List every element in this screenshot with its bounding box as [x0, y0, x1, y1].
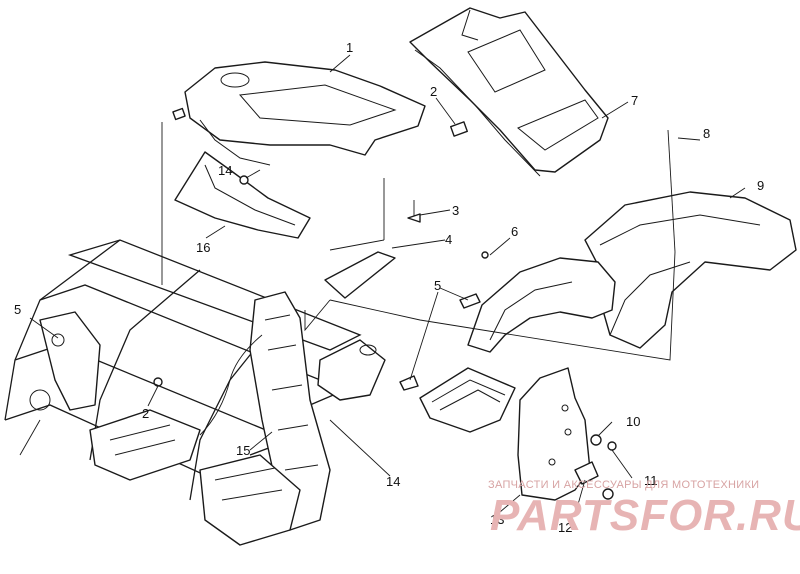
callout-16: 16 — [196, 240, 210, 255]
callout-7: 7 — [631, 93, 638, 108]
callout-1: 1 — [346, 40, 353, 55]
callout-9: 9 — [757, 178, 764, 193]
callout-13: 13 — [490, 512, 504, 527]
callout-10: 10 — [626, 414, 640, 429]
part-9-rear-fender — [584, 191, 797, 349]
callout-14a: 14 — [218, 163, 232, 178]
watermark-logo-text: PARTSFOR.RU — [490, 491, 800, 540]
callout-15: 15 — [236, 443, 250, 458]
callout-5b: 5 — [434, 278, 441, 293]
part-7-rear-cover — [409, 7, 609, 177]
callout-8: 8 — [703, 126, 710, 141]
part-4-bracket-plate — [324, 251, 396, 299]
callout-2b: 2 — [142, 406, 149, 421]
atv-frame — [4, 239, 386, 546]
part-rear-step — [419, 367, 516, 433]
callout-14b: 14 — [386, 474, 400, 489]
hardware-pieces — [153, 107, 676, 500]
callout-2a: 2 — [430, 84, 437, 99]
leader-lines — [19, 54, 746, 516]
watermark-site-text: ЗАПЧАСТИ И АКСЕССУАРЫ ДЛЯ МОТОТЕХНИКИ — [488, 479, 759, 491]
part-1-front-hood — [184, 61, 426, 166]
callout-5a: 5 — [14, 302, 21, 317]
callout-6: 6 — [511, 224, 518, 239]
callout-11: 11 — [644, 473, 658, 488]
callout-4: 4 — [445, 232, 452, 247]
callout-labels: 1 2 2 3 4 5 5 6 7 8 9 10 11 12 13 14 14 … — [14, 40, 764, 535]
callout-3: 3 — [452, 203, 459, 218]
part-6-rear-inner-fender — [467, 257, 616, 353]
watermark: ЗАПЧАСТИ И АКСЕССУАРЫ ДЛЯ МОТОТЕХНИКИ PA… — [488, 479, 800, 540]
callout-12: 12 — [558, 520, 572, 535]
part-16-under-panel — [174, 151, 311, 239]
